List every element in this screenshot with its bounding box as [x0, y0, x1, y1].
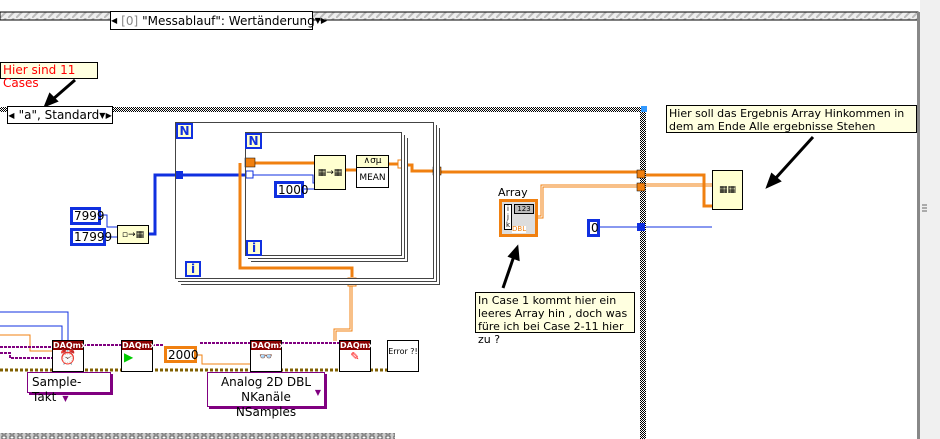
loop-tunnel: [347, 277, 357, 287]
array-subset-node[interactable]: ▦→▦: [314, 155, 346, 190]
dropdown-icon: ▼: [314, 388, 321, 397]
eraser-icon: ✎: [350, 350, 360, 363]
note-result: Hier soll das Ergebnis Array Hinkommen i…: [666, 105, 917, 133]
daqmx-read-node[interactable]: DAQmx👓: [250, 340, 284, 372]
error-handler-node[interactable]: Error ?!: [387, 340, 419, 372]
decrement-arrow-icon[interactable]: ◀: [8, 110, 15, 120]
numeric-constant[interactable]: 0: [587, 219, 600, 237]
inner-for-loop: [245, 132, 402, 256]
decrement-arrow-icon[interactable]: ◀: [111, 16, 118, 25]
outer-for-loop: [175, 122, 434, 279]
increment-arrow-icon[interactable]: ▶: [105, 110, 112, 120]
numeric-constant[interactable]: 2000: [164, 346, 199, 363]
daqmx-start-node[interactable]: DAQmx▶: [121, 340, 155, 372]
daqmx-timing-node[interactable]: DAQmx⏰: [52, 340, 86, 372]
dropdown-icon: ▼: [62, 394, 69, 403]
case-selector[interactable]: ◀ "a", Standard ▼ ▶: [7, 106, 113, 124]
arrow-icon: [772, 135, 815, 182]
numeric-constant[interactable]: 1000: [274, 181, 309, 198]
case-tunnel: [636, 182, 646, 192]
event-case-selector[interactable]: ◀ [0] "Messablauf": Wertänderung ▼ ▶: [110, 11, 327, 30]
loop-iteration-terminal: i: [246, 240, 262, 256]
numeric-constant[interactable]: 7999: [70, 207, 105, 225]
loop-count-terminal: N: [245, 133, 262, 149]
note-cases: Hier sind 11 Cases: [0, 62, 98, 90]
build-array-node[interactable]: ▫→▦: [117, 225, 149, 244]
increment-arrow-icon[interactable]: ▶: [320, 16, 327, 25]
loop-iteration-terminal: i: [185, 261, 201, 277]
timing-mode-ring[interactable]: Sample-Takt▼: [27, 372, 111, 404]
loop-tunnel: [245, 170, 254, 179]
arrow-icon: [51, 78, 76, 102]
note-question: In Case 1 kommt hier ein leeres Array hi…: [475, 292, 635, 346]
loop-tunnel: [432, 166, 442, 176]
dropdown-icon[interactable]: ▼: [99, 110, 106, 120]
arrow-icon: [501, 255, 516, 289]
sequence-frame: [0, 433, 395, 439]
case-tunnel: [637, 223, 645, 231]
replace-array-subset-node[interactable]: ▦▦: [712, 170, 743, 210]
loop-tunnel: [397, 159, 407, 169]
case-structure-frame: [0, 107, 645, 112]
clock-icon: ⏰: [59, 350, 77, 366]
loop-count-terminal: N: [176, 123, 193, 139]
dropdown-icon[interactable]: ▼: [314, 16, 321, 25]
array-label: Array: [498, 186, 528, 199]
numeric-constant[interactable]: 17999: [70, 228, 112, 246]
case-tunnel: [636, 169, 646, 179]
mean-node[interactable]: ∧σμ MEAN: [356, 155, 389, 188]
daqmx-clear-node[interactable]: DAQmx✎: [339, 340, 373, 372]
loop-tunnel: [175, 171, 183, 179]
glasses-icon: 👓: [259, 350, 273, 363]
play-icon: ▶: [124, 350, 134, 364]
